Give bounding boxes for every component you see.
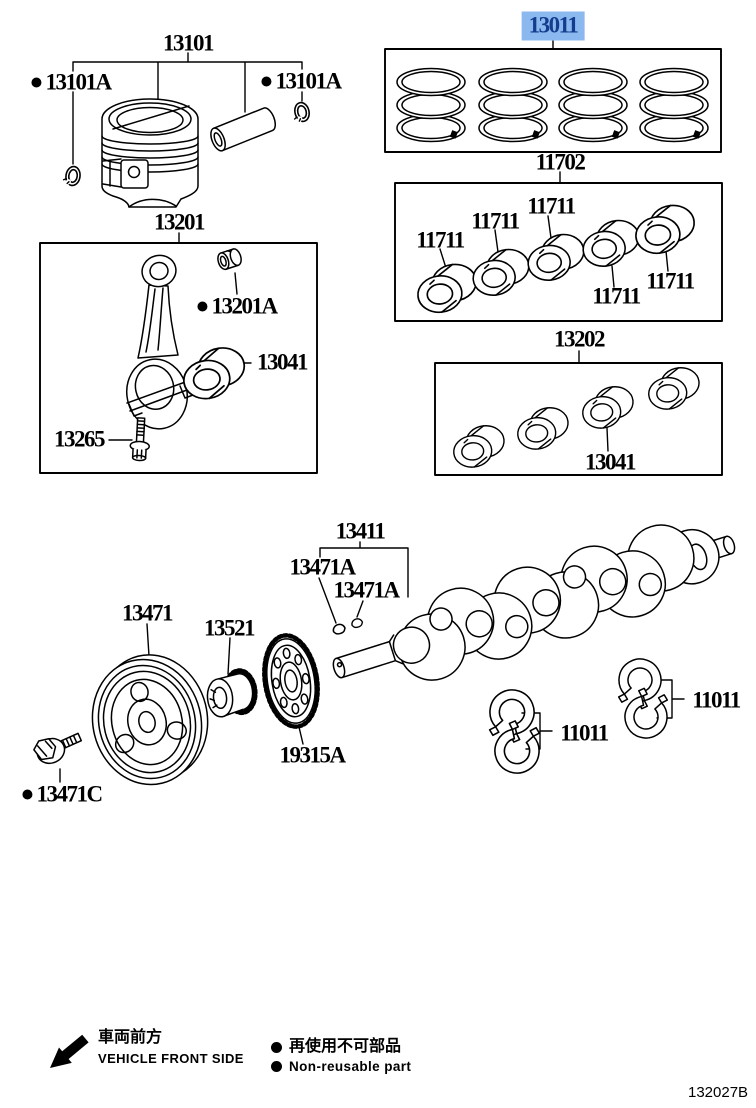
callout-main-bearing-1[interactable]: 11711 [416, 227, 465, 253]
callout-main-bearing-2[interactable]: 11711 [471, 208, 520, 234]
crankshaft-bearings-drawing [450, 365, 703, 470]
connecting-rod-bolt-drawing [129, 417, 150, 462]
callout-main-bearing-3[interactable]: 11711 [527, 193, 576, 219]
callout-sensor-plate[interactable]: 19315A [279, 742, 346, 768]
callout-pulley-bolt[interactable]: 13471C [22, 781, 103, 807]
small-end-bush-drawing [217, 248, 242, 271]
snap-ring-left-drawing [62, 165, 81, 189]
callout-crankshaft-bearing-set[interactable]: 13202 [554, 326, 606, 352]
callout-thrust-washer-1[interactable]: 11011 [560, 720, 609, 746]
callout-snap-ring-right-number[interactable]: 13101A [275, 68, 342, 94]
legend-non-reusable-en-row: Non-reusable part [271, 1060, 411, 1074]
callout-crankshaft[interactable]: 13411 [335, 518, 386, 544]
legend-non-reusable-jp-row: 再使用不可部品 [271, 1039, 401, 1055]
callout-crankshaft-key-1[interactable]: 13471A [289, 554, 356, 580]
callout-small-end-bush-number[interactable]: 13201A [211, 293, 278, 319]
box-main-bearing-set [394, 182, 723, 322]
callout-main-bearing-set[interactable]: 11702 [535, 149, 586, 175]
crankshaft-key-drawing-2 [349, 616, 365, 630]
vehicle-front-arrow-icon [50, 1034, 89, 1068]
callout-snap-ring-left[interactable]: 13101A [31, 69, 112, 95]
legend-vehicle-front-jp: 車両前方 [98, 1029, 163, 1046]
piston-pin-drawing [210, 107, 277, 152]
pulley-bolt-drawing [33, 732, 83, 765]
callout-crankshaft-bearing[interactable]: 13041 [585, 449, 637, 475]
callout-timing-gear[interactable]: 13521 [204, 615, 256, 641]
callout-connecting-rod[interactable]: 13201 [154, 209, 206, 235]
non-reusable-dot-icon [261, 76, 272, 86]
callout-snap-ring-left-number[interactable]: 13101A [45, 69, 112, 95]
legend-non-reusable-en: Non-reusable part [289, 1059, 412, 1074]
callout-crankshaft-key-2[interactable]: 13471A [333, 577, 400, 603]
thrust-washers-drawing [481, 652, 675, 780]
non-reusable-dot-icon [31, 77, 42, 87]
piston-drawing [101, 98, 199, 208]
callout-connecting-rod-bolt[interactable]: 13265 [54, 426, 106, 452]
timing-gear-drawing [206, 668, 258, 718]
legend-non-reusable-jp: 再使用不可部品 [289, 1038, 402, 1055]
sensor-plate-drawing [262, 633, 320, 729]
callout-thrust-washer-2[interactable]: 11011 [692, 687, 741, 713]
crankshaft-key-drawing-1 [331, 622, 347, 637]
connecting-rod-drawing [126, 254, 194, 430]
callout-piston-ring-set-selected[interactable]: 13011 [521, 11, 585, 41]
crankshaft-pulley-drawing [91, 654, 209, 786]
non-reusable-dot-icon [197, 301, 208, 311]
non-reusable-dot-icon [271, 1041, 282, 1053]
main-bearings-drawing [414, 202, 698, 316]
callout-main-bearing-5[interactable]: 11711 [646, 268, 695, 294]
callout-main-bearing-4[interactable]: 11711 [592, 283, 641, 309]
non-reusable-dot-icon [271, 1061, 282, 1073]
piston-ring-sets-drawing [396, 67, 709, 143]
crankshaft-drawing [332, 524, 736, 681]
non-reusable-dot-icon [22, 789, 33, 799]
connecting-rod-bearing-drawing [179, 344, 250, 403]
figure-code: 132027B [688, 1084, 749, 1101]
snap-ring-right-drawing [291, 101, 312, 126]
callout-crankshaft-pulley[interactable]: 13471 [122, 600, 174, 626]
callout-small-end-bush[interactable]: 13201A [197, 293, 278, 319]
callout-snap-ring-right[interactable]: 13101A [261, 68, 342, 94]
callout-pulley-bolt-number[interactable]: 13471C [36, 781, 103, 807]
legend-vehicle-front-en: VEHICLE FRONT SIDE [98, 1051, 244, 1066]
callout-piston[interactable]: 13101 [163, 30, 215, 56]
callout-connecting-rod-bearing[interactable]: 13041 [257, 349, 309, 375]
